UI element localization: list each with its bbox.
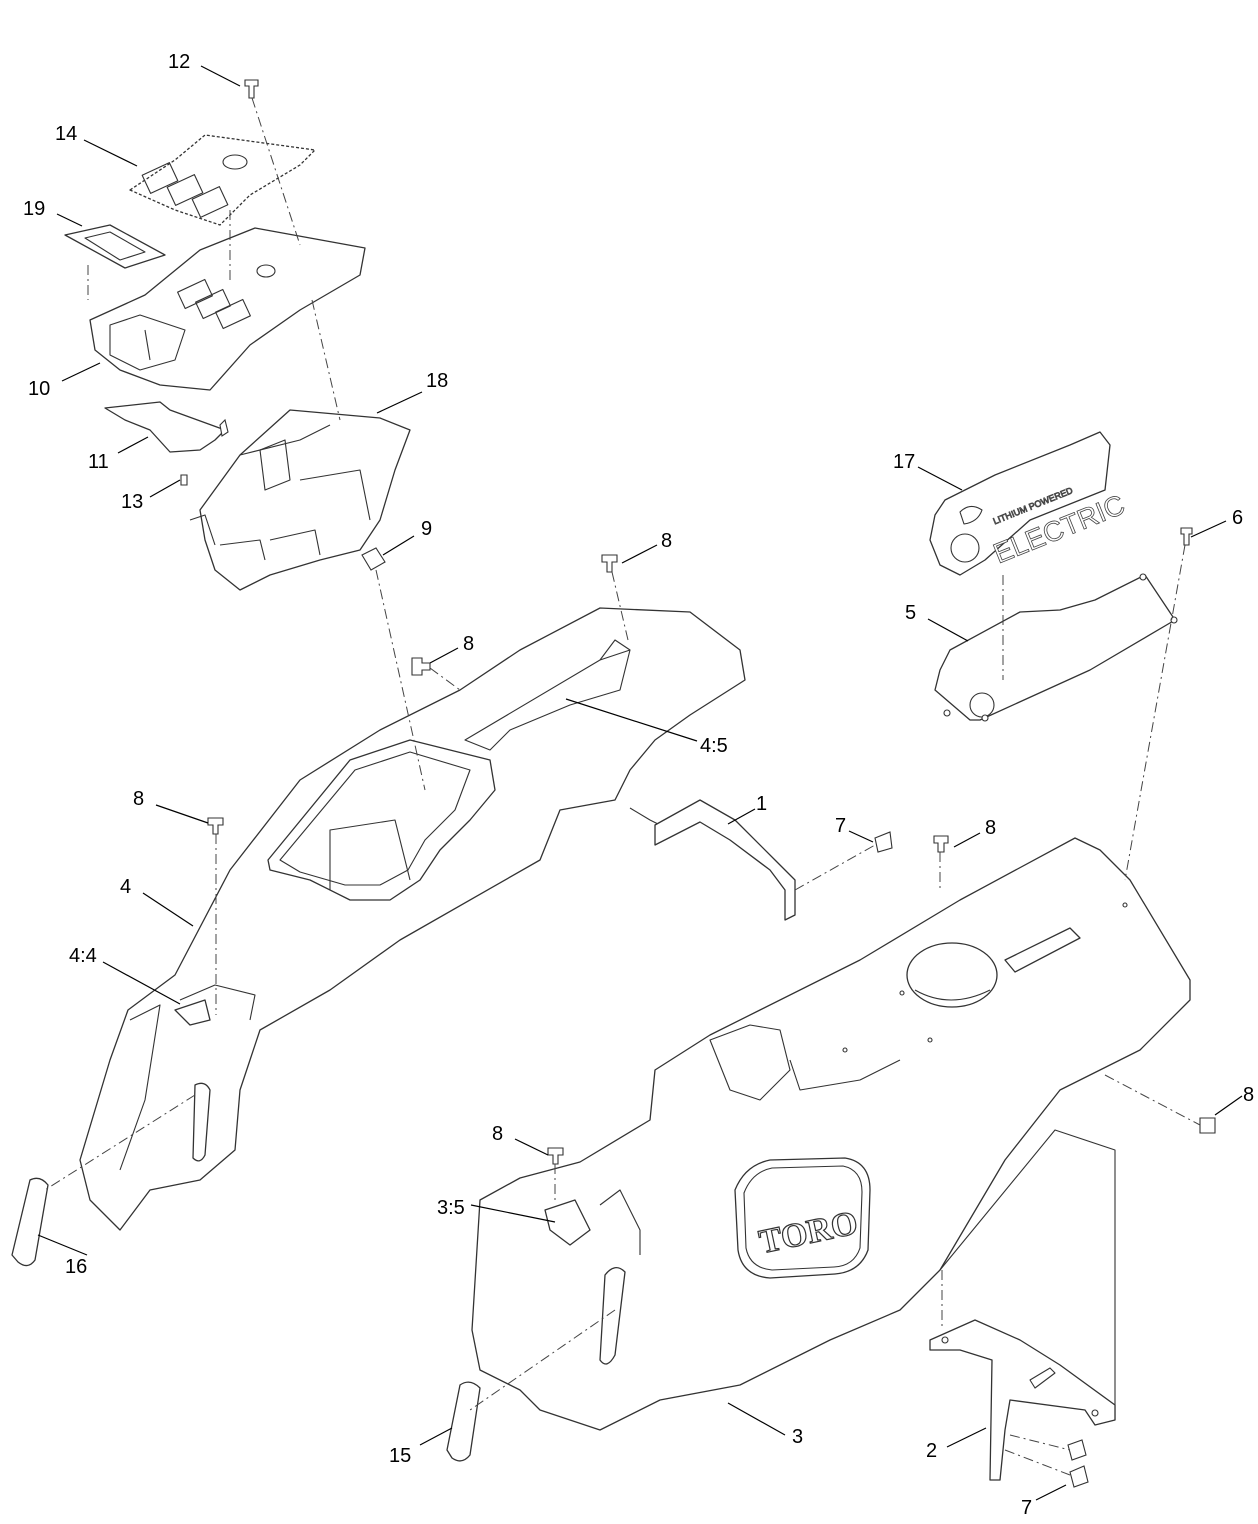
part-18-console-box: [189, 409, 411, 591]
part-16-grip: [11, 1177, 49, 1267]
callout-8-body: 8: [985, 817, 996, 839]
callout-3: 3: [792, 1426, 803, 1448]
part-10-bezel: [89, 227, 366, 391]
callout-8-lower: 8: [492, 1123, 503, 1145]
callout-1: 1: [756, 793, 767, 815]
callout-7-lower: 7: [1021, 1497, 1032, 1519]
callout-6: 6: [1232, 507, 1243, 529]
part-5-cover-plate: [934, 573, 1178, 722]
part-15-grip: [446, 1381, 481, 1462]
callout-4-5: 4:5: [700, 735, 728, 757]
part-11-bracket: [104, 401, 229, 453]
callout-19: 19: [23, 198, 45, 220]
part-14-decal: [129, 134, 316, 226]
callout-16: 16: [65, 1256, 87, 1278]
assembly-lines: [44, 97, 1201, 1476]
callout-8-right: 8: [1243, 1084, 1254, 1106]
leader-lines: [37, 65, 1243, 1501]
callout-9: 9: [421, 518, 432, 540]
callout-14: 14: [55, 123, 77, 145]
callout-18: 18: [426, 370, 448, 392]
callout-2: 2: [926, 1440, 937, 1462]
part-3-body-shell: TORO: [471, 837, 1191, 1431]
part-17-electric-decal: LITHIUM POWERED ELECTRIC: [929, 431, 1129, 576]
part-4-front-housing: [79, 607, 746, 1231]
callout-15: 15: [389, 1445, 411, 1467]
callout-8-top: 8: [661, 530, 672, 552]
callout-5: 5: [905, 602, 916, 624]
hardware: [180, 79, 1216, 1488]
callout-8-mid: 8: [463, 633, 474, 655]
part-2-bracket: [929, 1319, 1116, 1481]
callout-12: 12: [168, 51, 190, 73]
part-1-bracket: [654, 799, 796, 921]
callout-8-left: 8: [133, 788, 144, 810]
callout-7-upper: 7: [835, 815, 846, 837]
callout-17: 17: [893, 451, 915, 473]
callout-3-5: 3:5: [437, 1197, 465, 1219]
part-19-pad: [64, 224, 166, 269]
callout-11: 11: [88, 451, 109, 473]
callout-labels: 12 14 19 10 11 13 18 9 8 8 4:5 8 4 4:4 1…: [23, 51, 1254, 1519]
callout-13: 13: [121, 491, 143, 513]
callout-10: 10: [28, 378, 50, 400]
callout-4: 4: [120, 876, 131, 898]
callout-4-4: 4:4: [69, 945, 97, 967]
